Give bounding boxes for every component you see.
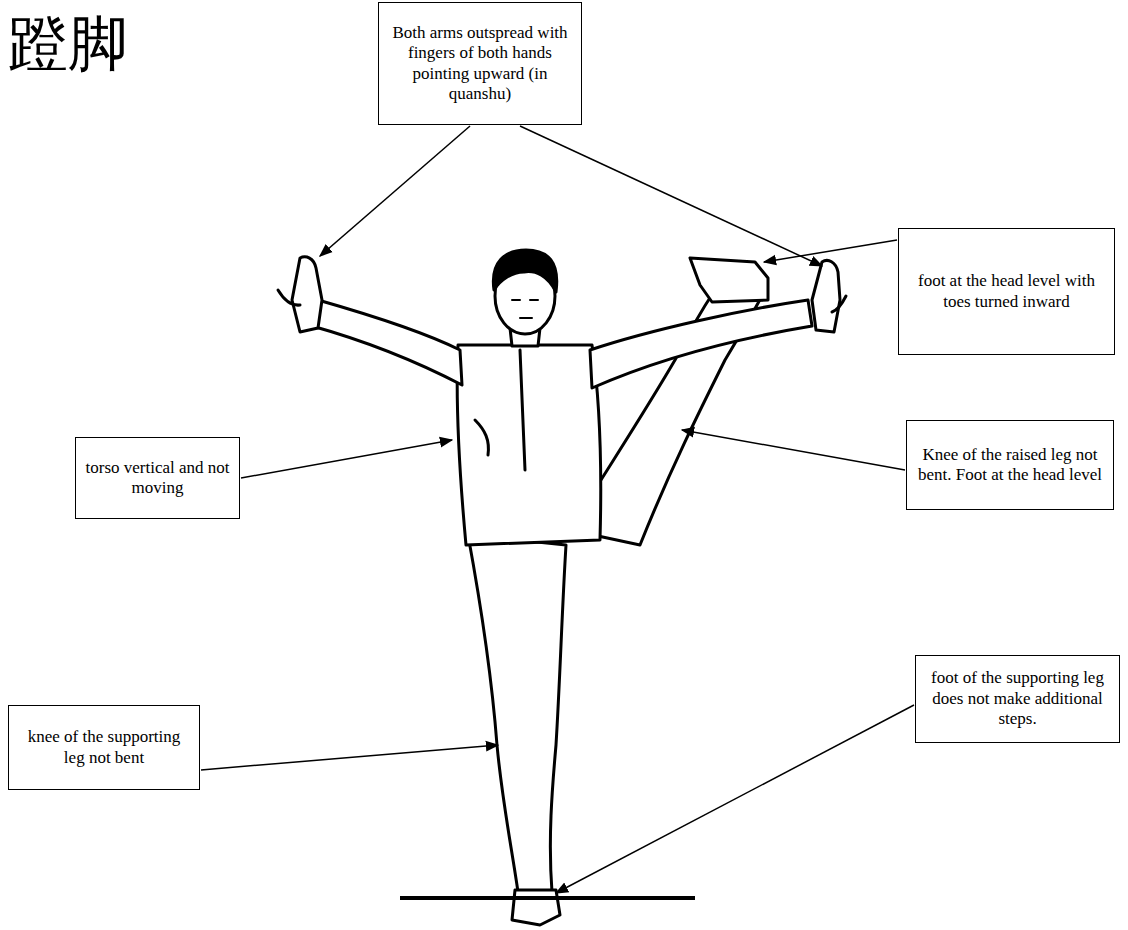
callout-text: Knee of the raised leg not bent. Foot at… — [915, 445, 1105, 486]
callout-box: knee of the supporting leg not bent — [8, 705, 200, 790]
callout-box: foot of the supporting leg does not make… — [915, 655, 1120, 743]
callout-box: Both arms outspread with fingers of both… — [378, 2, 582, 125]
callout-text: foot of the supporting leg does not make… — [924, 668, 1111, 729]
leader-line — [520, 126, 822, 266]
callout-text: foot at the head level with toes turned … — [907, 271, 1106, 312]
figure — [278, 250, 846, 925]
leader-line — [201, 745, 498, 770]
leader-line — [682, 430, 905, 470]
callout-box: torso vertical and not moving — [75, 437, 240, 519]
callout-box: foot at the head level with toes turned … — [898, 228, 1115, 355]
callout-text: knee of the supporting leg not bent — [17, 727, 191, 768]
callout-text: Both arms outspread with fingers of both… — [387, 23, 573, 105]
diagram-title: 蹬脚 — [8, 10, 128, 76]
callout-box: Knee of the raised leg not bent. Foot at… — [906, 420, 1114, 510]
ground-line — [400, 896, 695, 900]
leader-line — [556, 705, 914, 893]
leader-lines — [201, 126, 914, 893]
leader-line — [764, 240, 897, 262]
callout-text: torso vertical and not moving — [84, 458, 231, 499]
leader-line — [241, 440, 452, 478]
leader-line — [320, 126, 470, 256]
